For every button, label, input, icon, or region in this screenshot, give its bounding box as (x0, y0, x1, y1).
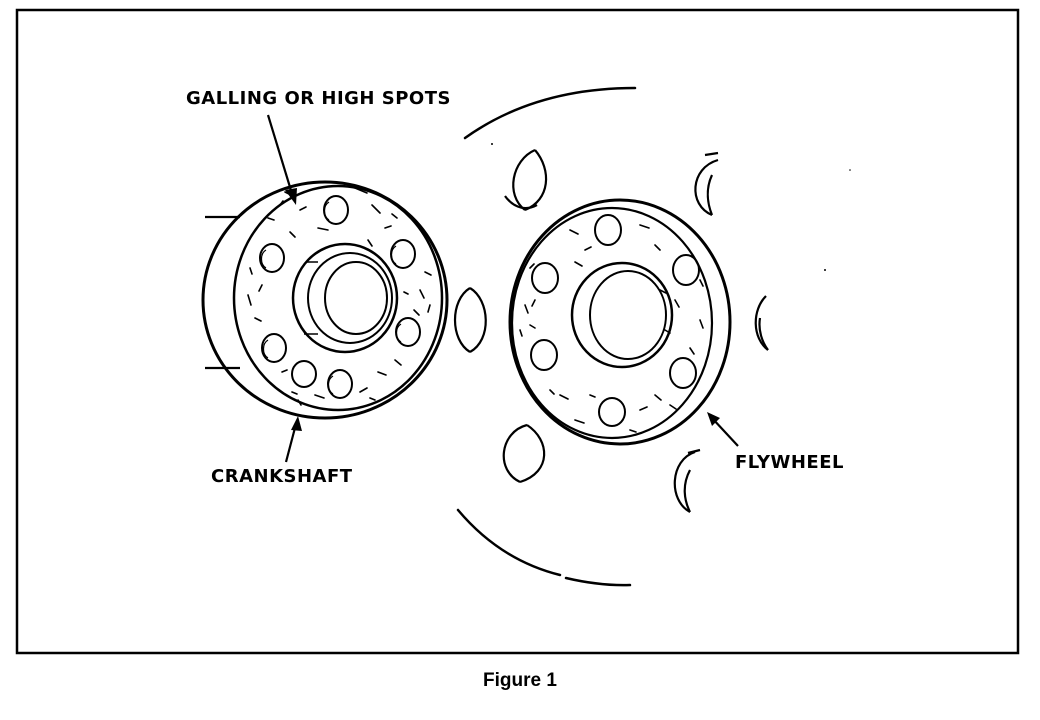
galling-label: GALLING OR HIGH SPOTS (186, 88, 451, 109)
leader-arrows (266, 114, 739, 463)
figure-frame (15, 8, 1020, 655)
galling-arrowhead (285, 188, 297, 205)
flywheel-arrowhead (707, 412, 720, 426)
arrowheads (285, 188, 720, 431)
flywheel-flange (508, 198, 732, 446)
scan-specks (491, 143, 851, 271)
crankshaft-leader-line (284, 423, 298, 463)
crankshaft-label: CRANKSHAFT (211, 466, 353, 487)
flywheel-outer-ring (456, 86, 637, 587)
galling-leader-line (266, 114, 295, 198)
figure-caption: Figure 1 (483, 670, 557, 691)
flywheel-leader-line (711, 417, 739, 447)
crankshaft-flange (201, 180, 449, 420)
flywheel-label: FLYWHEEL (735, 452, 844, 473)
flywheel-bolt-crescents (453, 148, 769, 513)
crankshaft-arrowhead (291, 416, 302, 431)
